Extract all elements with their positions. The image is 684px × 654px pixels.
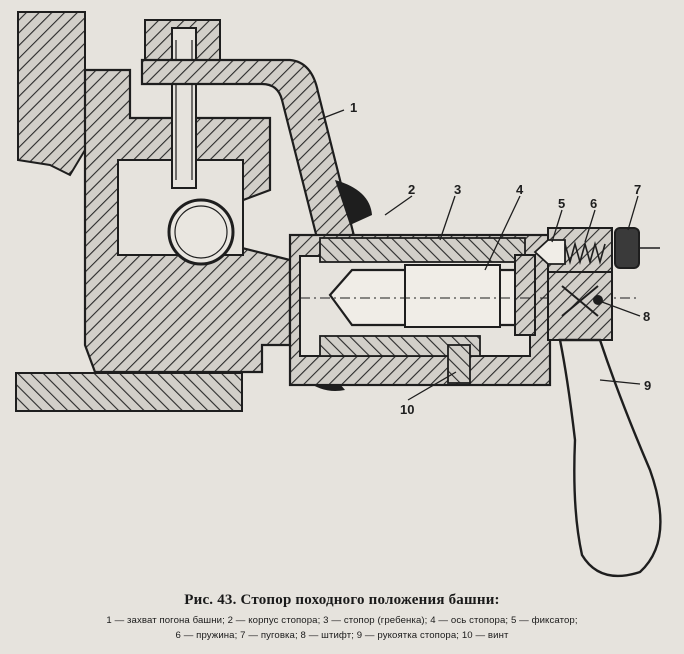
legend-item: 1 — захват погона башни;: [106, 615, 225, 626]
legend-item: 6 — пружина;: [175, 630, 238, 641]
figure-caption: Рис. 43. Стопор походного положения башн…: [0, 592, 684, 643]
callout-10: 10: [400, 402, 414, 417]
caption-title: Рис. 43. Стопор походного положения башн…: [184, 592, 500, 608]
callout-6: 6: [590, 196, 597, 211]
screw: [447, 344, 471, 384]
legend-item: 10 — винт: [461, 630, 509, 641]
latch-pin: [533, 239, 566, 265]
mechanism-drawing: 1 2 3 4 5 6 7 8 9 10: [15, 11, 662, 578]
stop-rack: [319, 237, 526, 357]
callout-7: 7: [634, 182, 641, 197]
legend-item: 7 — пуговка;: [240, 630, 298, 641]
handle-hub: [547, 227, 613, 341]
callout-2: 2: [408, 182, 415, 197]
caption-legend: 1 — захват погона башни; 2 — корпус стоп…: [0, 613, 684, 643]
callout-5: 5: [558, 196, 565, 211]
legend-item: 8 — штифт;: [300, 630, 354, 641]
knob-button: [614, 227, 660, 269]
stop-axle: [300, 254, 640, 336]
pin: [593, 295, 603, 305]
callout-4: 4: [516, 182, 524, 197]
bottom-plate: [15, 372, 243, 412]
legend-item: 2 — корпус стопора;: [227, 615, 321, 626]
legend-item: 5 — фиксатор;: [510, 615, 578, 626]
callout-1: 1: [350, 100, 357, 115]
spring: [564, 241, 606, 265]
legend-item: 4 — ось стопора;: [430, 615, 509, 626]
callout-3: 3: [454, 182, 461, 197]
leader-lines: [317, 109, 641, 401]
legend-item: 9 — рукоятка стопора;: [356, 630, 460, 641]
turret-wall: [17, 11, 86, 177]
callout-8: 8: [643, 309, 650, 324]
callout-labels: 1 2 3 4 5 6 7 8 9 10: [350, 100, 651, 417]
ball-bearing: [167, 198, 235, 266]
callout-9: 9: [644, 378, 651, 393]
stop-handle: [558, 338, 662, 578]
legend-item: 3 — стопор (гребенка);: [323, 615, 428, 626]
